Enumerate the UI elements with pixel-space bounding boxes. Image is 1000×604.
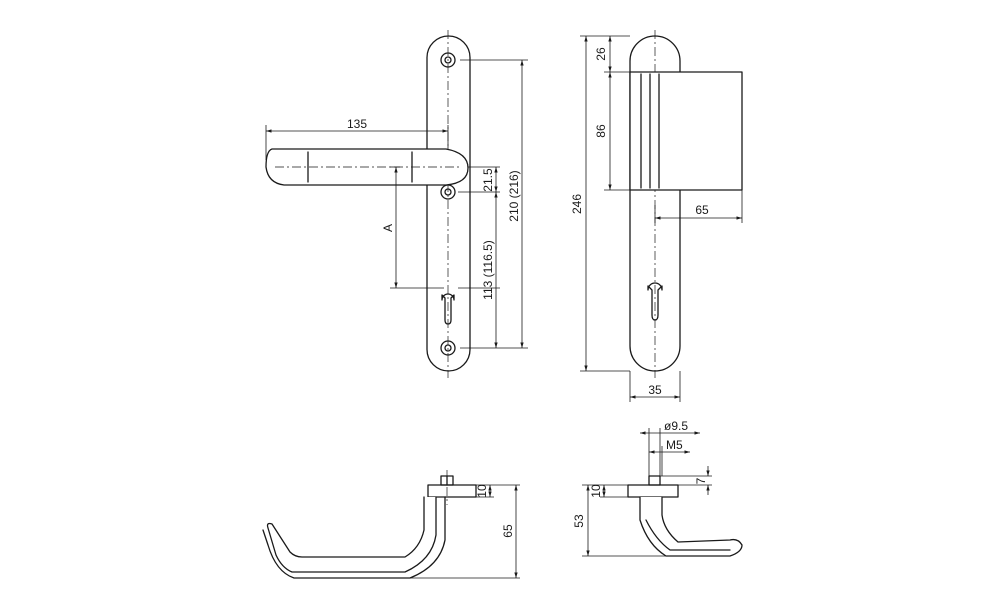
dim-top-offset: 26	[594, 47, 608, 61]
dim-spindle-offset: 21.5	[481, 168, 495, 192]
left-rose	[427, 484, 477, 498]
bottom-screw-hole-icon	[440, 340, 456, 356]
back-plate	[426, 35, 471, 372]
dim-total-projection: 65	[501, 524, 515, 538]
dim-plate-total: 246	[570, 194, 584, 214]
dim-rosette-height: 86	[594, 124, 608, 138]
right-rose	[627, 484, 679, 498]
dim-plate-hole-span: 210 (216)	[507, 170, 521, 221]
top-screw-hole-icon	[440, 52, 456, 68]
dim-spindle-dia: ø9.5	[664, 419, 688, 433]
front-view	[265, 30, 528, 378]
right-lever-profile	[639, 496, 743, 557]
side-view	[580, 30, 743, 402]
cylinder-cutout-icon	[441, 293, 455, 325]
top-view-right	[582, 428, 743, 557]
dim-thread: M5	[666, 438, 683, 452]
side-cylinder-cutout-icon	[647, 282, 663, 321]
dim-spindle-to-cylinder: 113 (116.5)	[481, 240, 495, 300]
spindle-icon	[648, 475, 661, 486]
dim-rose-thickness-left: 10	[475, 484, 489, 498]
dim-handle-height: 53	[572, 514, 586, 528]
rosette-block	[629, 71, 743, 191]
dim-plate-width: 35	[648, 383, 662, 397]
dim-screw-height: 7	[694, 477, 708, 484]
dim-rose-thickness-right: 10	[589, 484, 603, 498]
dim-projection: 65	[695, 203, 709, 217]
dim-lever-length: 135	[347, 117, 367, 131]
top-view-left	[262, 470, 520, 579]
left-lever-profile	[266, 496, 437, 573]
dim-a: A	[381, 224, 395, 232]
